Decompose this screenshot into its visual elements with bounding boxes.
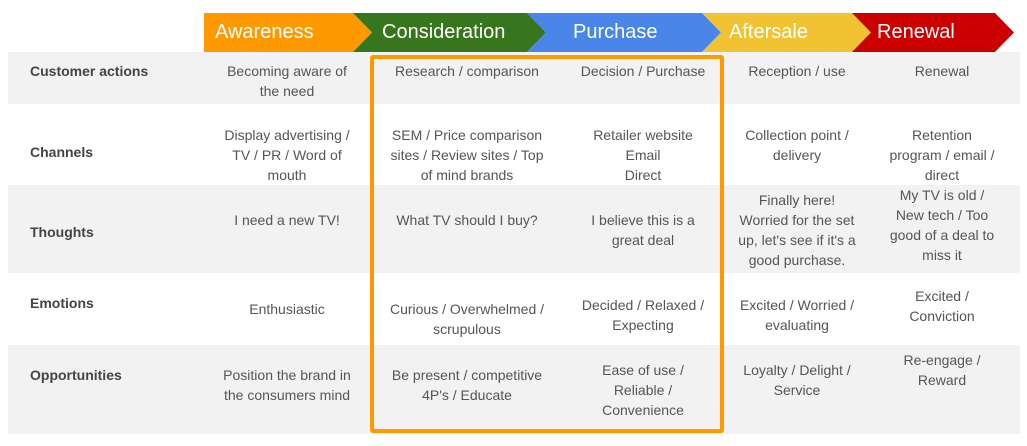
table-cell: Excited / Worried / evaluating	[739, 297, 855, 333]
table-cell: Decided / Relaxed / Expecting	[581, 297, 705, 333]
table-cell: I believe this is a great deal	[591, 212, 695, 248]
table-cell: SEM / Price comparison sites / Review si…	[390, 127, 544, 183]
table-cell: Retention program / email / direct	[889, 127, 995, 183]
stage-arrow-consideration	[353, 13, 546, 52]
table-cell: Research / comparison	[395, 63, 539, 79]
stage-arrow-aftersale	[702, 13, 871, 52]
stage-arrow-awareness	[204, 13, 372, 52]
table-cell: Be present / competitive 4P's / Educate	[391, 367, 543, 403]
table-cell: Finally here! Worried for the set up, le…	[738, 192, 856, 268]
table-cell: Decision / Purchase	[580, 63, 706, 79]
table-cell: Enthusiastic	[249, 301, 325, 317]
row-label-emotions: Emotions	[30, 295, 94, 311]
table-cell: Display advertising / TV / PR / Word of …	[224, 127, 350, 183]
row-label-customer-actions: Customer actions	[30, 63, 149, 79]
table-cell: Renewal	[914, 63, 970, 79]
row-label-opportunities: Opportunities	[30, 367, 122, 383]
stage-arrow-purchase	[527, 13, 721, 52]
table-cell: Excited / Conviction	[909, 288, 975, 324]
table-cell: Position the brand in the consumers mind	[223, 367, 351, 403]
stage-label: Renewal	[877, 21, 955, 43]
table-cell: Curious / Overwhelmed / scrupulous	[389, 301, 545, 337]
stage-label: Aftersale	[729, 21, 808, 43]
stage-label: Consideration	[382, 21, 506, 43]
row-label-thoughts: Thoughts	[30, 224, 94, 240]
highlight-box-consideration-purchase	[370, 55, 724, 433]
table-cell: What TV should I buy?	[396, 212, 538, 228]
table-cell: Collection point / delivery	[745, 127, 849, 163]
stage-arrows	[204, 13, 1014, 52]
stage-label: Awareness	[215, 21, 314, 43]
stage-arrow-renewal	[852, 13, 1014, 52]
table-cell: I need a new TV!	[234, 212, 340, 228]
stage-label: Purchase	[573, 21, 658, 43]
table-cell: Re-engage / Reward	[903, 352, 981, 388]
row-bg-thoughts	[8, 185, 1020, 273]
table-cell: Loyalty / Delight / Service	[743, 362, 851, 398]
table-cell: Ease of use / Reliable / Convenience	[602, 362, 684, 418]
table-cell: Reception / use	[748, 63, 846, 79]
table-cell: My TV is old / New tech / Too good of a …	[889, 187, 995, 263]
row-bg-opportunities	[8, 345, 1020, 434]
table-cell: Becoming aware of the need	[227, 63, 347, 99]
row-bg-customer-actions	[8, 52, 1020, 104]
table-cell: Retailer website Email Direct	[593, 127, 693, 183]
row-label-channels: Channels	[30, 144, 94, 160]
